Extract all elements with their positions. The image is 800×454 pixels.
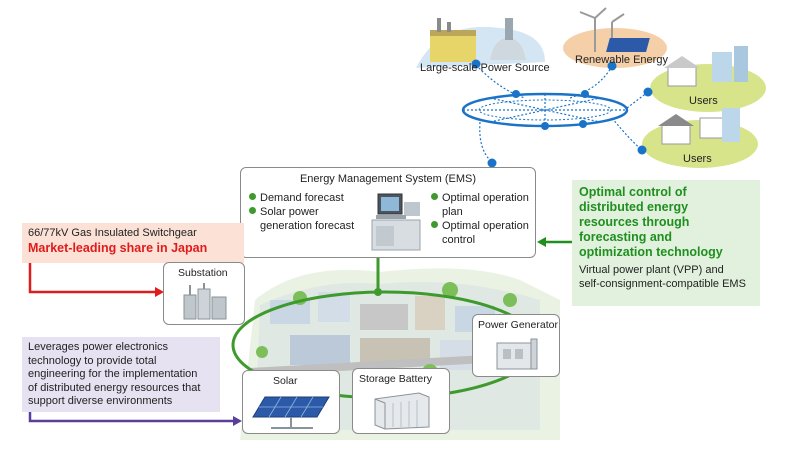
ems-item-optimal-control-cont: control [442,234,476,246]
ems-computer-icon [368,190,424,252]
power-generator-box: Power Generator [472,314,560,377]
ems-item-optimal-control: Optimal operation [431,220,529,233]
power-network [461,59,653,168]
substation-icon [180,283,230,321]
storage-battery-label: Storage Battery [359,373,432,385]
power-electronics-line: Leverages power electronics [28,341,169,353]
switchgear-highlight: Market-leading share in Japan [28,241,208,255]
solar-label: Solar [273,375,298,387]
ems-item-optimal-plan: Optimal operation [431,192,529,205]
ems-item-solar-forecast-cont: generation forecast [260,220,355,232]
power-electronics-line: support diverse environments [28,395,173,407]
users-illustration-1 [650,46,766,112]
ems-title: Energy Management System (EMS) [299,173,477,185]
power-electronics-callout: Leverages power electronics technology t… [22,337,220,412]
substation-box: Substation [163,262,245,325]
power-generator-icon [493,335,543,373]
power-electronics-line: engineering for the implementation [28,368,198,380]
renewable-energy-label: Renewable Energy [575,54,668,66]
optimal-control-subtext: Virtual power plant (VPP) and self-consi… [579,264,746,290]
optimal-control-heading: Optimal control of distributed energy re… [579,185,723,259]
substation-label: Substation [178,267,228,279]
users-label-2: Users [683,153,712,165]
arrow-green [537,237,572,247]
ems-item-solar-forecast: Solar power [249,206,319,219]
power-generator-label: Power Generator [478,319,558,331]
users-label-1: Users [689,95,718,107]
solar-box: Solar [242,370,340,434]
ems-item-demand-forecast: Demand forecast [249,192,344,205]
renewable-illustration [563,7,667,68]
arrow-red [28,263,164,297]
ems-item-optimal-plan-cont: plan [442,206,463,218]
optimal-control-callout: Optimal control of distributed energy re… [572,180,760,306]
power-electronics-line: of distributed energy resources that [28,381,201,394]
switchgear-callout: 66/77kV Gas Insulated Switchgear Market-… [22,223,244,263]
storage-battery-icon [371,389,433,431]
solar-panel-icon [251,393,333,431]
arrow-purple [28,412,242,426]
large-scale-power-source-label: Large-scale Power Source [420,62,550,74]
users-illustration-2 [642,108,758,168]
power-electronics-line: technology to provide total [28,354,157,367]
switchgear-title: 66/77kV Gas Insulated Switchgear [28,227,197,239]
storage-battery-box: Storage Battery [352,368,450,434]
ems-box: Energy Management System (EMS) Demand fo… [240,167,536,258]
power-plant-illustration [416,18,545,68]
